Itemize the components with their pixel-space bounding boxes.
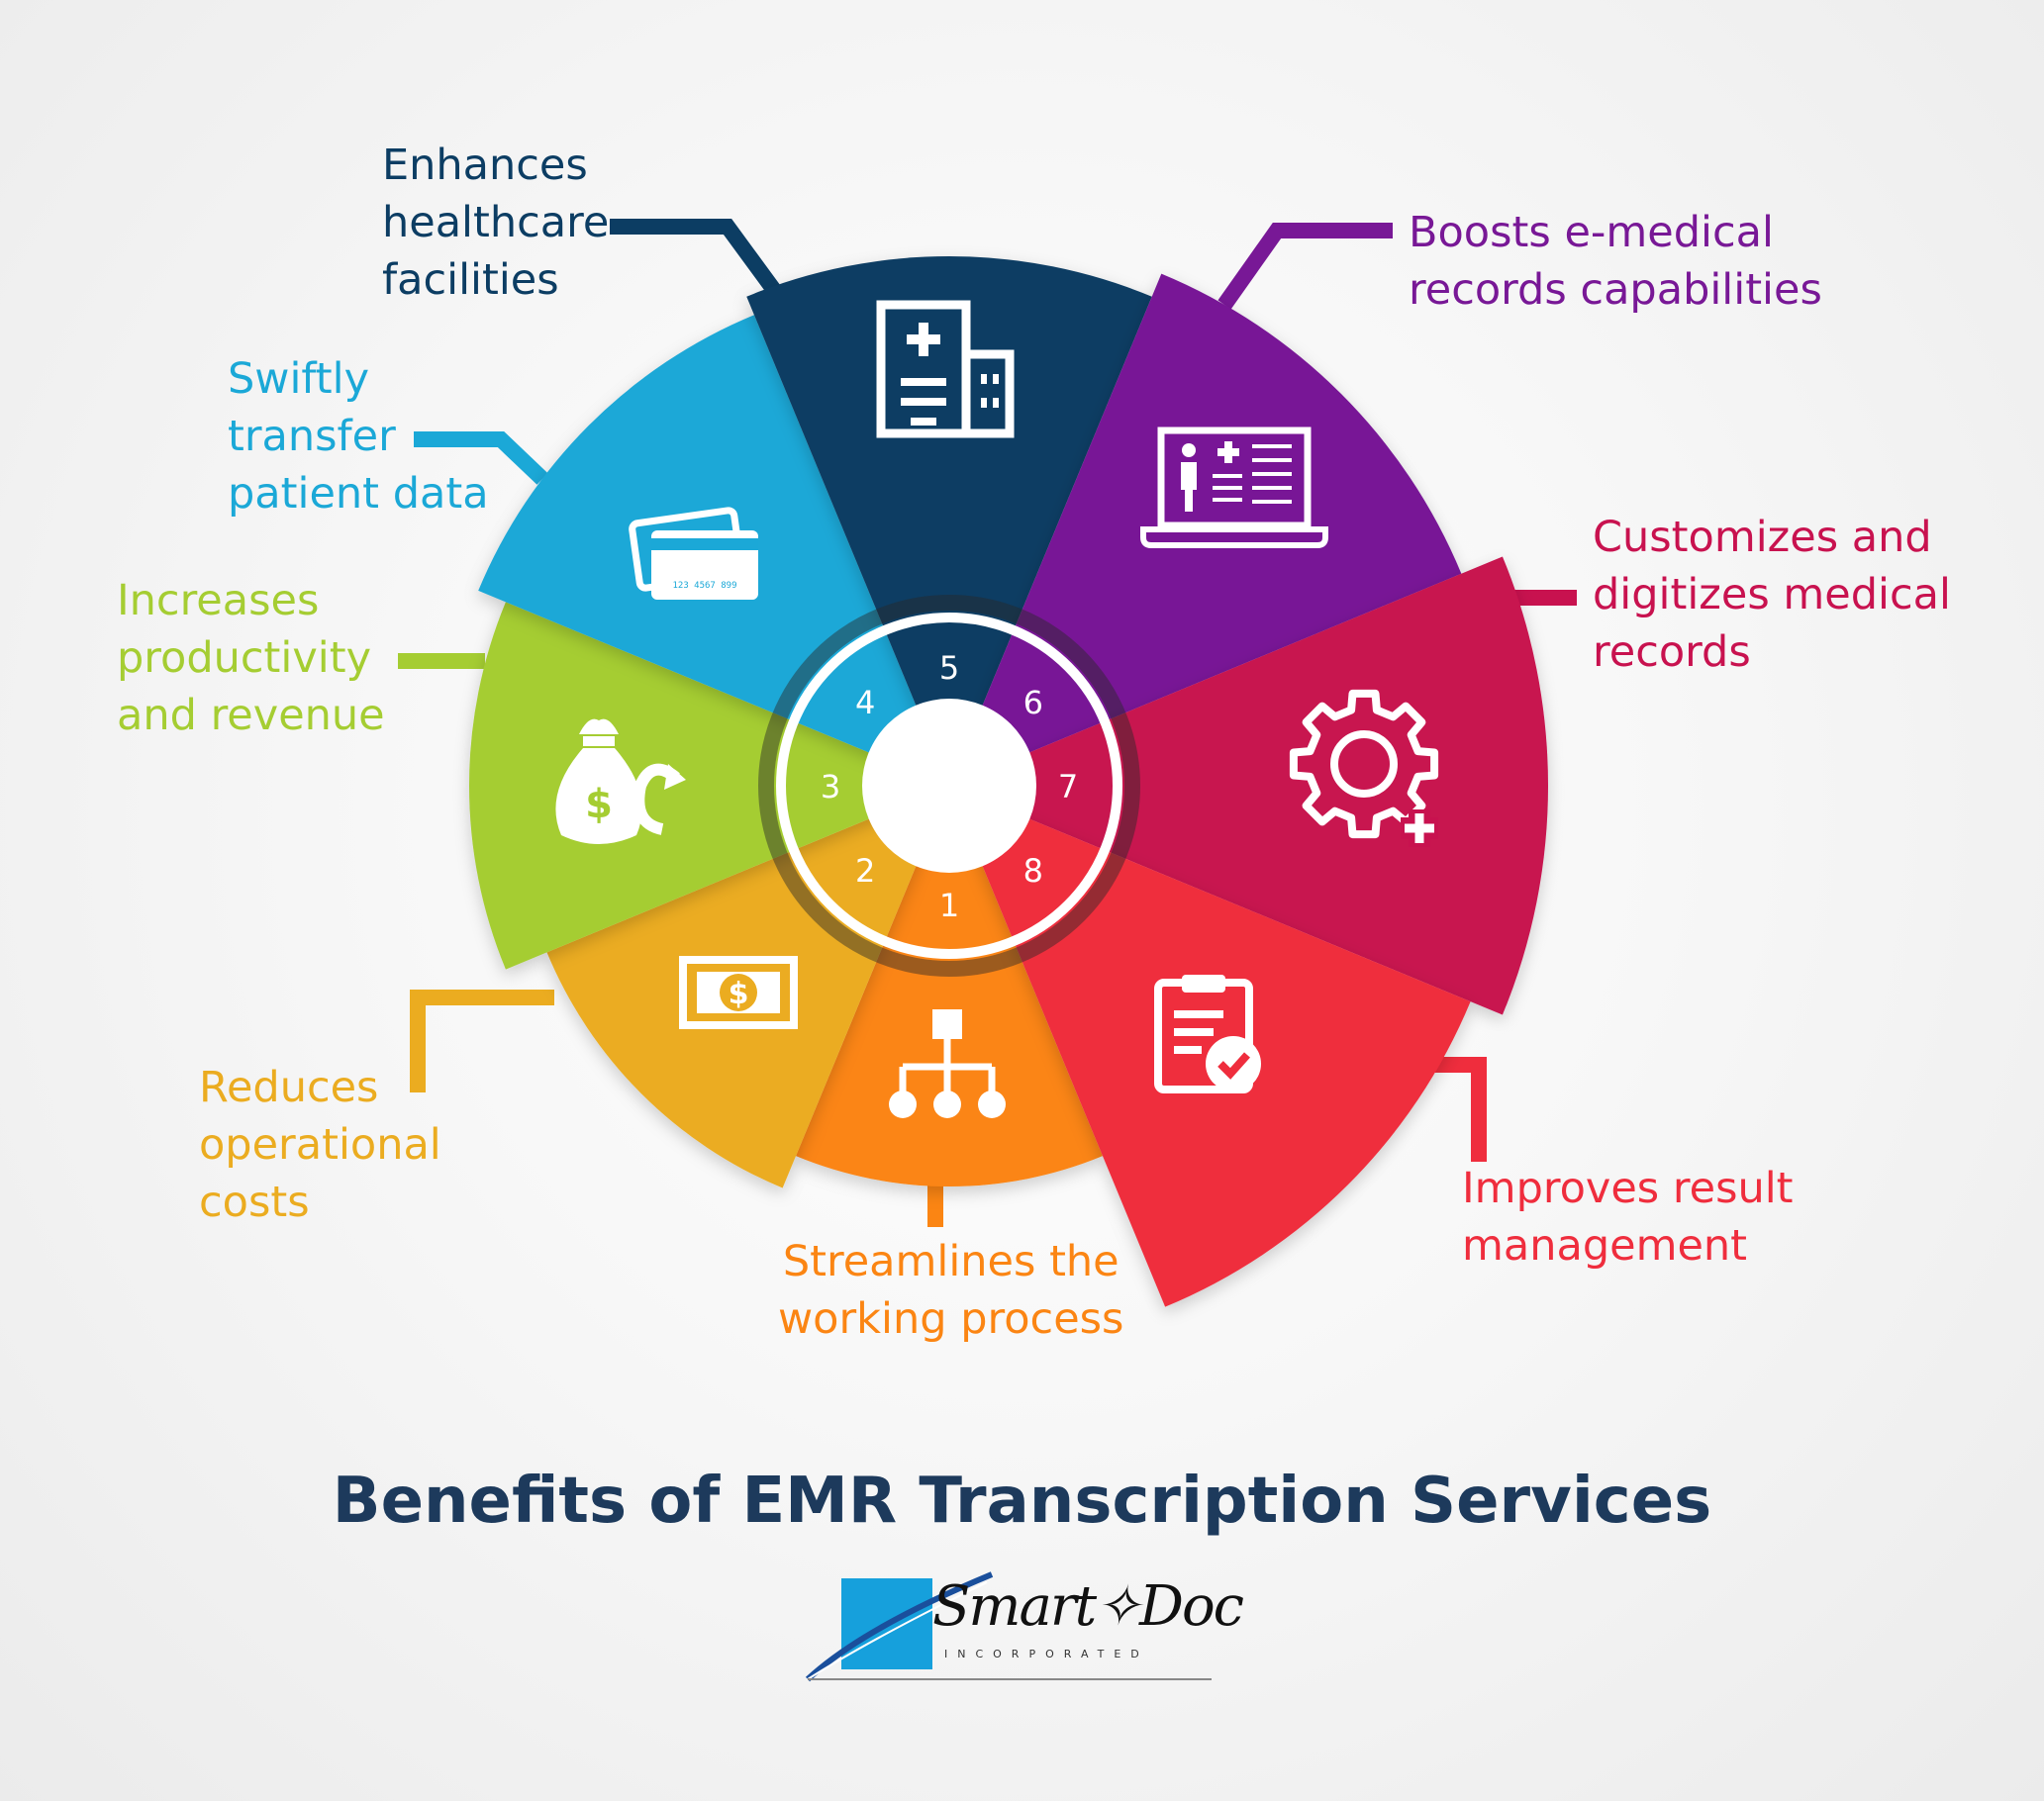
segment-number-1: 1 <box>939 887 959 924</box>
clipboard-check-icon <box>1154 975 1261 1093</box>
hub-center-disc <box>862 699 1036 873</box>
segment-8 <box>949 786 1471 1307</box>
dollar-sign: $ <box>729 977 749 1011</box>
connector-2 <box>410 990 554 1092</box>
segment-number-6: 6 <box>1023 684 1043 721</box>
center-hub: 1 2 3 4 5 6 7 8 <box>758 595 1140 977</box>
segment-number-8: 8 <box>1023 852 1043 890</box>
connector-6 <box>1217 223 1393 310</box>
logo-subtitle: INCORPORATED <box>944 1648 1149 1660</box>
hierarchy-icon <box>889 1009 1006 1118</box>
logo-quill-mark <box>805 1571 1212 1682</box>
segment-number-3: 3 <box>821 768 840 806</box>
logo-wordmark: Smart✧Doc <box>932 1574 1244 1639</box>
segment-number-5: 5 <box>939 649 959 687</box>
money-bag-icon: $ <box>555 718 686 844</box>
segment-number-4: 4 <box>855 684 875 721</box>
segment-5 <box>746 256 1152 786</box>
dollar-bill-icon: $ <box>679 956 798 1029</box>
gear-plus-icon <box>1289 689 1439 847</box>
money-bag-dollar-sign: $ <box>585 782 613 827</box>
connector-4 <box>414 431 548 485</box>
laptop-records-icon <box>1140 427 1328 548</box>
segment-icons: $ $123 4567 899 <box>555 300 1439 1118</box>
card-number: 123 4567 899 <box>672 581 736 591</box>
segment-3 <box>469 602 949 970</box>
data-cards-icon: 123 4567 899 <box>629 507 758 600</box>
segment-number-7: 7 <box>1058 768 1078 806</box>
hub-inner-ring <box>776 613 1122 959</box>
hospital-building-icon <box>876 300 1015 438</box>
segment-number-2: 2 <box>855 852 875 890</box>
page-title: Benefits of EMR Transcription Services <box>332 1465 1712 1538</box>
smartdoc-logo: Smart✧Doc INCORPORATED <box>804 1568 1244 1687</box>
segment-1 <box>796 786 1103 1187</box>
segment-7 <box>949 556 1548 1015</box>
hub-outer-ring <box>758 595 1140 977</box>
